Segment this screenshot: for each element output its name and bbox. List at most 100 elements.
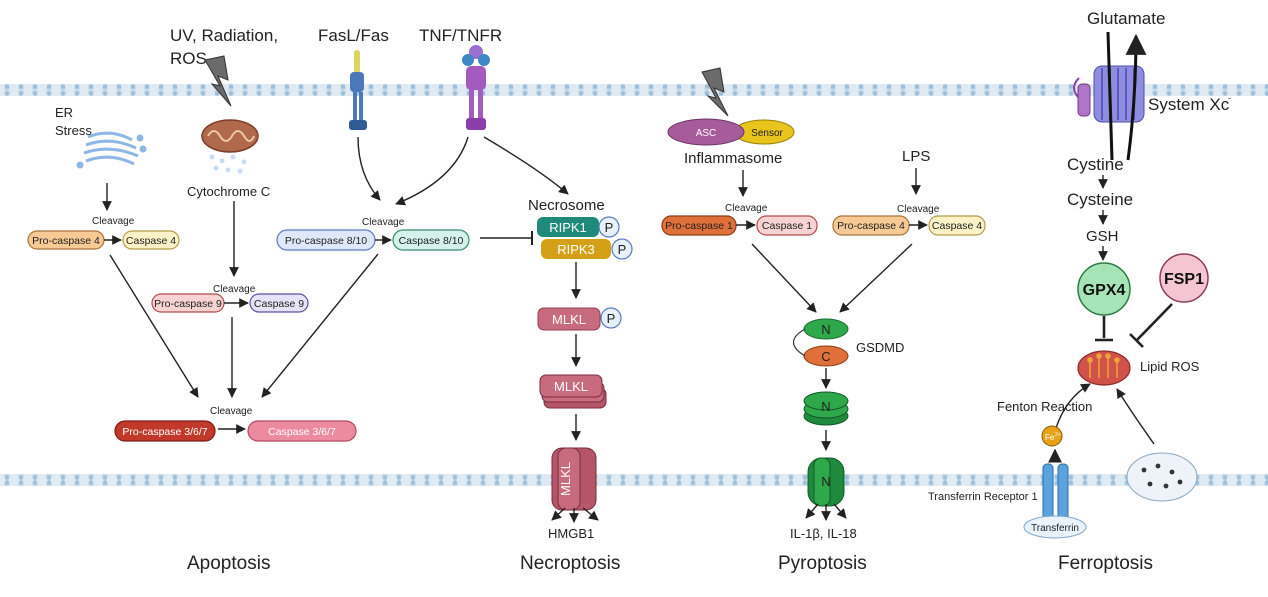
- caspase-4b-pill: [928, 215, 986, 236]
- mlkl-oligomer-icon: [539, 374, 607, 409]
- fe-icon: [1041, 425, 1063, 447]
- system-xc-label: System Xc: [1148, 95, 1230, 114]
- er-icon: [76, 131, 147, 169]
- gsdmd-c-label: C: [821, 349, 830, 364]
- pro-caspase-810-label: Pro-caspase 8/10: [285, 235, 367, 247]
- caspase-4-label: Caspase 4: [126, 235, 176, 247]
- fas-receptor-icon: [349, 50, 367, 130]
- hmgb1-label: HMGB1: [548, 526, 594, 541]
- cytochrome-label: Cytochrome C: [187, 184, 270, 199]
- transferrin-shape: [1023, 515, 1087, 539]
- pro-caspase-9-label: Pro-caspase 9: [154, 298, 222, 310]
- caspase-4b-label: Caspase 4: [932, 220, 982, 232]
- lps-label: LPS: [902, 148, 930, 165]
- fenton-label: Fenton Reaction: [997, 399, 1092, 414]
- lipid-ros-label: Lipid ROS: [1140, 359, 1200, 374]
- caspase-9-pill: [249, 293, 309, 313]
- top-membrane: [0, 84, 1268, 96]
- apoptosis-arrows: [102, 136, 569, 434]
- pro-caspase-367-label: Pro-caspase 3/6/7: [122, 426, 207, 438]
- mlkl-label-2: MLKL: [554, 379, 588, 394]
- pro-caspase-367-pill: [114, 420, 216, 442]
- caspase-367-label: Caspase 3/6/7: [268, 426, 336, 438]
- pro-caspase-4b-label: Pro-caspase 4: [837, 220, 905, 232]
- glutamate-label: Glutamate: [1087, 9, 1165, 28]
- fsp1-label: FSP1: [1164, 271, 1204, 288]
- vesicle-icon: [1126, 452, 1198, 502]
- p-label-2: P: [618, 242, 627, 257]
- caspase-810-label: Caspase 8/10: [399, 235, 464, 247]
- gsdmd-pore-icon: [805, 457, 847, 521]
- gsdmd-oligomer-icon: [803, 391, 849, 426]
- gsdmd-linker: [792, 328, 806, 357]
- pro-caspase-1-label: Pro-caspase 1: [665, 220, 733, 232]
- il-label: IL-1β, IL-18: [790, 526, 857, 541]
- cleavage-label-4: Cleavage: [210, 406, 253, 417]
- section-apoptosis: Apoptosis: [187, 553, 270, 574]
- fsp1-inhibit-line: [1136, 303, 1173, 341]
- lightning-icon: [204, 55, 232, 107]
- uv-label: UV, Radiation,: [170, 26, 278, 45]
- caspase-9-label: Caspase 9: [254, 298, 304, 310]
- p-label-3: P: [607, 311, 616, 326]
- cleavage-label-1: Cleavage: [92, 216, 135, 227]
- asc-label: ASC: [696, 128, 717, 139]
- p-label-1: P: [605, 220, 614, 235]
- er-label-2: Stress: [55, 123, 92, 138]
- fsp1-node: [1159, 253, 1209, 303]
- ripk1-label: RIPK1: [549, 220, 587, 235]
- lightning-icon-2: [701, 67, 729, 117]
- caspase-810-pill: [392, 229, 470, 251]
- necrosome-label: Necrosome: [528, 197, 605, 214]
- tnf-label: TNF/TNFR: [419, 26, 502, 45]
- caspase-4-pill: [122, 230, 180, 250]
- caspase-1-label: Caspase 1: [762, 220, 812, 232]
- mlkl-box-1: [537, 307, 601, 331]
- cysteine-label: Cysteine: [1067, 190, 1133, 209]
- caspase-367-pill: [247, 420, 357, 442]
- mlkl-pore-icon: [551, 447, 599, 523]
- phospho-icon-1: [598, 216, 620, 238]
- gpx4-label: GPX4: [1083, 282, 1126, 299]
- section-necroptosis: Necroptosis: [520, 553, 620, 574]
- ripk3-box: [541, 239, 611, 259]
- transferrin-receptor-icon: [1042, 448, 1069, 521]
- ripk3-label: RIPK3: [557, 242, 595, 257]
- cleavage-label-6: Cleavage: [897, 204, 940, 215]
- caspase-1-pill: [756, 215, 818, 236]
- gsdmd-label: GSDMD: [856, 340, 904, 355]
- cleavage-label-3: Cleavage: [362, 217, 405, 228]
- section-pyroptosis: Pyroptosis: [778, 553, 867, 574]
- system-xc-sup: -: [1228, 93, 1231, 103]
- phospho-icon-2: [611, 238, 633, 260]
- fe-label: Fe: [1045, 433, 1055, 442]
- mlkl-label-3: MLKL: [558, 462, 573, 496]
- bottom-membrane: [0, 474, 1268, 486]
- gsdmd-n-label: N: [821, 322, 830, 337]
- fsp1-inhibit-bar: [1129, 333, 1144, 348]
- system-xc-icon: [1073, 31, 1147, 161]
- gsdmd-n-label-2: N: [821, 399, 830, 414]
- phospho-icon-3: [600, 307, 622, 329]
- asc-shape: [667, 118, 745, 146]
- sensor-label: Sensor: [751, 128, 783, 139]
- ros-label: ROS: [170, 49, 207, 68]
- fe-sup: 2+: [1055, 432, 1061, 438]
- cleavage-label-2: Cleavage: [213, 284, 256, 295]
- cystine-label: Cystine: [1067, 155, 1124, 174]
- gpx4-node: [1077, 262, 1131, 316]
- gsh-label: GSH: [1086, 228, 1119, 245]
- lipid-ros-icon: [1077, 350, 1131, 386]
- section-ferroptosis: Ferroptosis: [1058, 553, 1153, 574]
- cleavage-label-5: Cleavage: [725, 203, 768, 214]
- mitochondria-icon: [201, 119, 259, 174]
- mlkl-label-1: MLKL: [552, 312, 586, 327]
- tfr-label: Transferrin Receptor 1: [928, 491, 1038, 503]
- ripk1-box: [537, 217, 599, 237]
- pro-caspase-4-label: Pro-caspase 4: [32, 235, 100, 247]
- transferrin-label: Transferrin: [1031, 523, 1079, 534]
- er-label-1: ER: [55, 105, 73, 120]
- fasl-label: FasL/Fas: [318, 26, 389, 45]
